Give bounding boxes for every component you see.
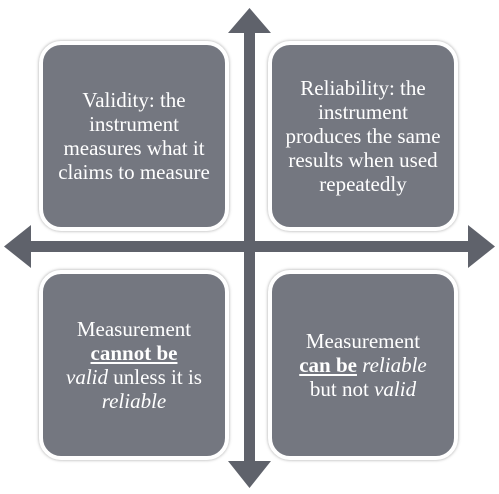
reliable-word: reliable bbox=[101, 389, 167, 413]
measurement-label: Measurement bbox=[76, 317, 192, 341]
valid-word: valid bbox=[374, 377, 417, 401]
valid-word: valid bbox=[66, 365, 109, 389]
cannot-be-emphasis: cannot be bbox=[90, 341, 178, 365]
but-not-text: but not bbox=[309, 377, 375, 401]
reliability-text: Reliability: the instrument produces the… bbox=[285, 76, 441, 196]
reliable-word: reliable bbox=[362, 353, 427, 377]
arrow-left-icon bbox=[4, 225, 31, 268]
can-be-reliable-text: Measurement can be reliable but not vali… bbox=[299, 329, 427, 401]
quadrant-validity: Validity: the instrument measures what i… bbox=[39, 41, 229, 231]
arrow-up-icon bbox=[228, 8, 271, 33]
unless-it-is-text: unless it is bbox=[108, 365, 202, 389]
horizontal-axis bbox=[28, 241, 471, 252]
arrow-right-icon bbox=[468, 225, 495, 268]
cannot-be-valid-text: Measurement cannot be valid unless it is… bbox=[53, 317, 215, 413]
quadrant-reliability: Reliability: the instrument produces the… bbox=[268, 41, 458, 231]
quadrant-can-be-reliable: Measurement can be reliable but not vali… bbox=[268, 270, 458, 460]
validity-text: Validity: the instrument measures what i… bbox=[58, 88, 210, 184]
quadrant-cannot-be-valid: Measurement cannot be valid unless it is… bbox=[39, 270, 229, 460]
can-be-emphasis: can be bbox=[299, 353, 357, 377]
arrow-down-icon bbox=[228, 461, 271, 488]
measurement-label: Measurement bbox=[305, 329, 421, 353]
